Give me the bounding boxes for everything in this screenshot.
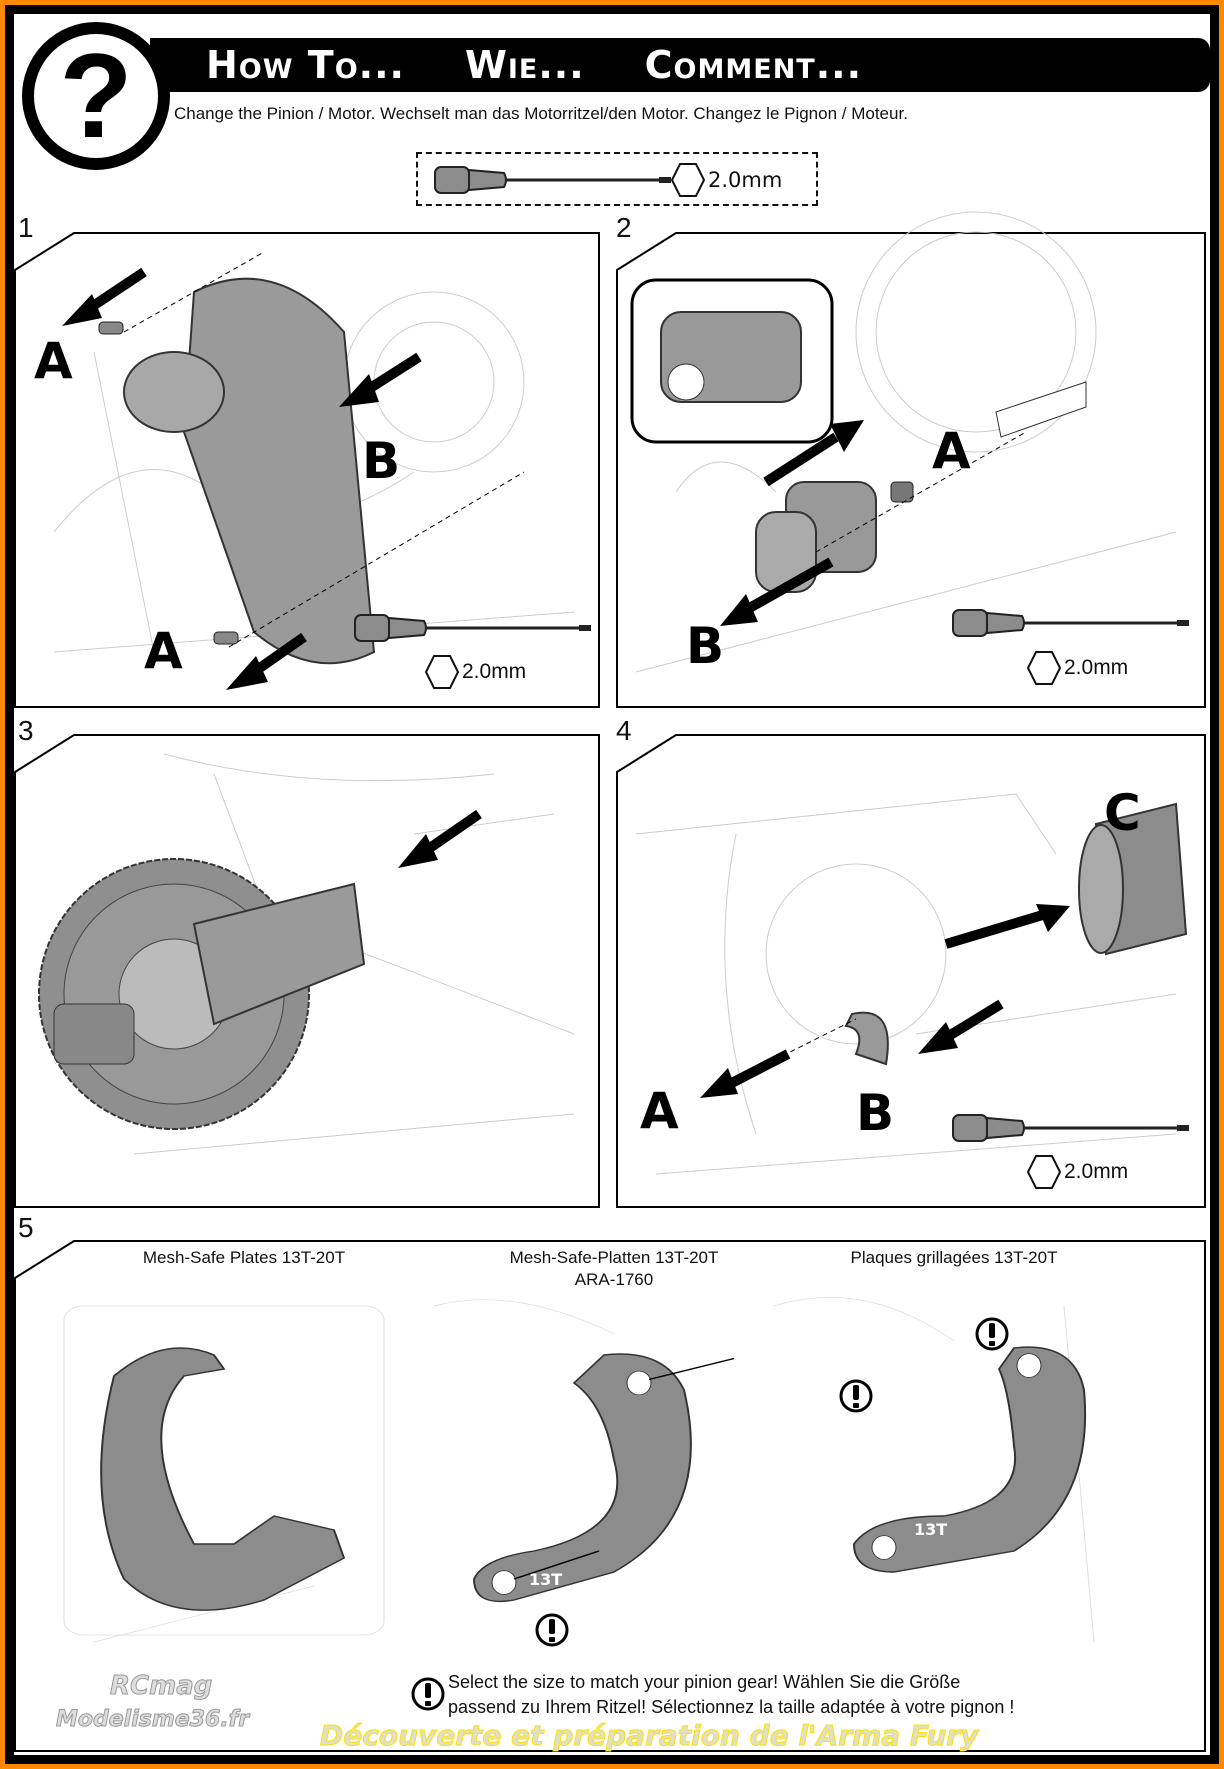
step-number-5: 5 [18, 1212, 34, 1243]
title-banner: How To... Wie... Comment... [150, 38, 1210, 92]
step-4-panel: C A B 2.0mm [616, 734, 1206, 1208]
warning-icon [974, 1316, 1010, 1357]
step-number-3: 3 [18, 715, 34, 746]
tool-size: 2.0mm [1064, 1160, 1129, 1183]
warning-icon [410, 1676, 446, 1717]
step-number-1: 1 [18, 212, 34, 243]
step-1-panel: A B A 2.0mm [14, 232, 600, 708]
label-b: B [686, 617, 725, 675]
title-en: How To... [206, 43, 405, 87]
label-b: B [856, 1084, 895, 1142]
note-line-1: Select the size to match your pinion gea… [448, 1672, 961, 1692]
hex-icon [1026, 650, 1062, 691]
hex-screwdriver-icon [354, 612, 594, 649]
label-a: A [640, 1082, 679, 1140]
question-icon: ? [22, 22, 170, 170]
step-3-panel [14, 734, 600, 1208]
step-number-2: 2 [616, 212, 632, 243]
caption-de: Mesh-Safe-Platten 13T-20T [509, 1248, 719, 1267]
label-a-bottom: A [144, 622, 183, 680]
plate-label-13t: 13T [914, 1520, 948, 1539]
hex-screwdriver-icon [434, 164, 674, 201]
part-number: ARA-1760 [574, 1270, 654, 1289]
caption-fr: Plaques grillagées 13T-20T [850, 1248, 1058, 1267]
warning-icon [534, 1612, 570, 1653]
hex-icon [424, 654, 460, 695]
title-fr: Comment... [644, 43, 863, 87]
tool-size: 2.0mm [1064, 656, 1129, 679]
step-number-4: 4 [616, 715, 632, 746]
watermark-banner: Découverte et préparation de l'Arma Fury [319, 1719, 979, 1752]
subtitle: Change the Pinion / Motor. Wechselt man … [174, 104, 908, 123]
tool-size: 2.0mm [462, 660, 527, 683]
note-text: Select the size to match your pinion gea… [448, 1670, 1014, 1720]
label-a-top: A [34, 332, 73, 390]
tool-size: 2.0mm [708, 168, 783, 192]
title-de: Wie... [464, 43, 585, 87]
caption-en: Mesh-Safe Plates 13T-20T [142, 1248, 346, 1267]
hex-screwdriver-icon [952, 607, 1192, 644]
note-line-2: passend zu Ihrem Ritzel! Sélectionnez la… [448, 1697, 1015, 1717]
watermark-rcmag: RCmag [109, 1671, 213, 1701]
label-b: B [362, 432, 401, 490]
hex-screwdriver-icon [952, 1112, 1192, 1149]
hex-icon [670, 162, 706, 203]
watermark-site: Modelisme36.fr [55, 1707, 250, 1733]
step-5-panel: Mesh-Safe Plates 13T-20T Mesh-Safe-Platt… [14, 1240, 1206, 1752]
label-a: A [932, 422, 971, 480]
warning-icon [838, 1378, 874, 1419]
hex-icon [1026, 1154, 1062, 1195]
step-2-panel: A B 2.0mm [616, 211, 1206, 708]
plate-label-13t: 13T [529, 1570, 563, 1589]
label-c: C [1104, 784, 1141, 842]
tool-box: 2.0mm [416, 152, 818, 206]
